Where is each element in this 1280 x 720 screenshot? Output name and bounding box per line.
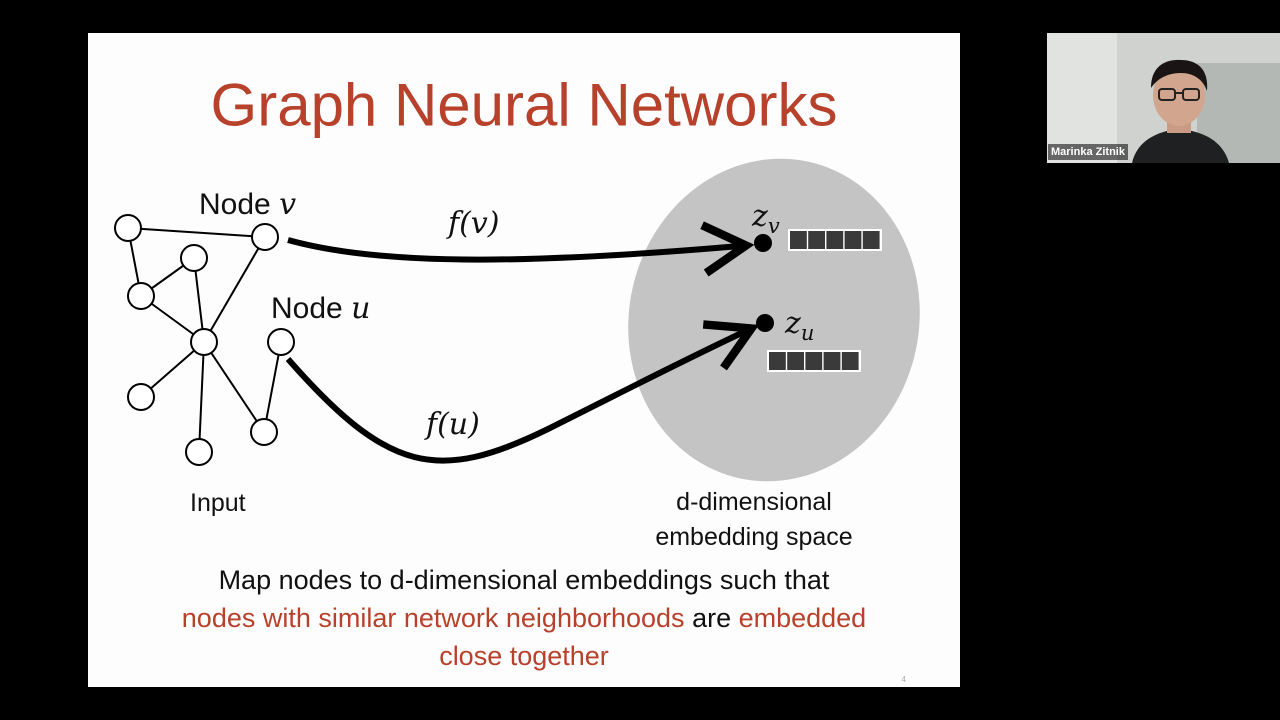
embedding-space xyxy=(628,158,920,482)
participant-video-tile[interactable]: Marinka Zitnik xyxy=(1047,33,1280,163)
participant-name-label: Marinka Zitnik xyxy=(1048,144,1128,160)
arrow-f-u xyxy=(285,320,760,464)
function-label-f-v: f(v) xyxy=(448,206,500,241)
graph-node xyxy=(185,438,213,466)
embedding-vector-z-u xyxy=(767,350,861,372)
graph-node-u xyxy=(267,328,295,356)
page-number: 4 xyxy=(901,675,906,684)
slide: Graph Neural Networks xyxy=(88,33,960,687)
embedding-label-z-u: zu xyxy=(785,306,815,345)
node-u-label: Node u xyxy=(271,291,371,326)
embedding-label-z-v: zv xyxy=(752,199,780,238)
participant-video xyxy=(1047,33,1280,163)
graph-diagram xyxy=(114,158,920,482)
graph-node-v xyxy=(251,223,279,251)
embedding-vector-z-v xyxy=(788,229,882,251)
function-label-f-u: f(u) xyxy=(426,407,480,442)
arrow-f-v xyxy=(287,221,755,277)
slide-caption: Map nodes to d-dimensional embeddings su… xyxy=(181,565,867,671)
graph-node xyxy=(127,282,155,310)
graph-node xyxy=(190,328,218,356)
node-v-label: Node v xyxy=(199,187,297,222)
graph-node xyxy=(114,214,142,242)
embedding-point-z-u xyxy=(756,314,774,332)
graph-node xyxy=(250,418,278,446)
input-label: Input xyxy=(190,489,246,517)
slide-title: Graph Neural Networks xyxy=(210,71,838,139)
graph-node xyxy=(127,383,155,411)
graph-node xyxy=(180,244,208,272)
embedding-point-z-v xyxy=(754,234,772,252)
embedding-space-label: d-dimensional embedding space xyxy=(655,488,853,551)
